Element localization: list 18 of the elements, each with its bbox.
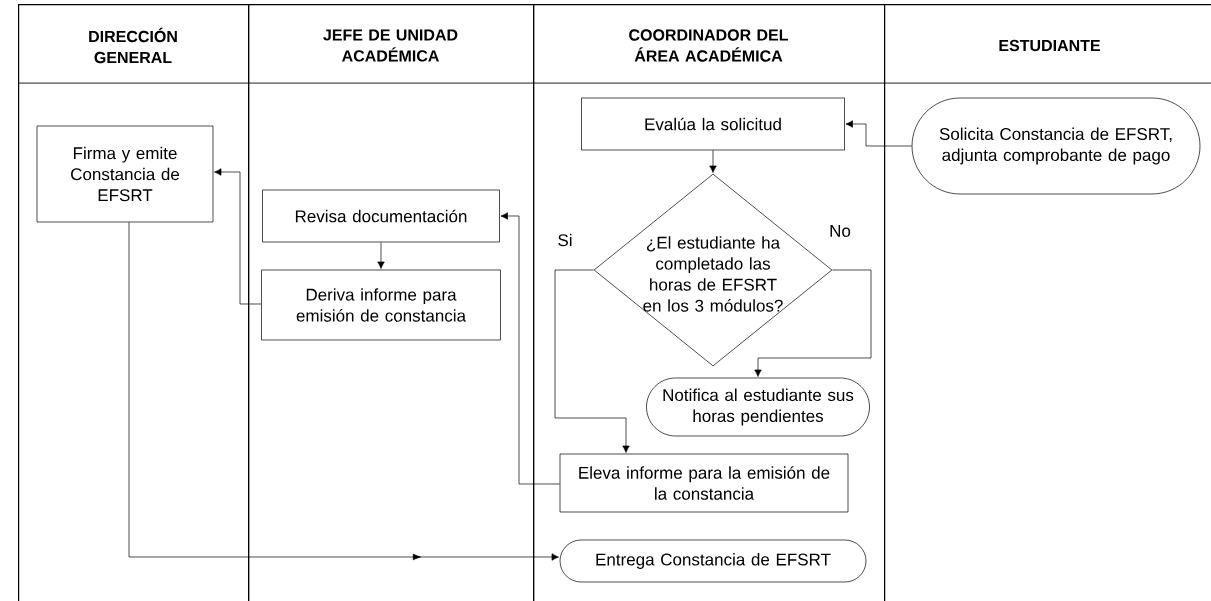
arrow xyxy=(500,212,560,485)
arrow xyxy=(845,120,912,147)
edge-label: No xyxy=(830,225,851,237)
process-box: Eleva informe para la emisión de la constancia xyxy=(559,453,849,513)
process-box: Evalúa la solicitud xyxy=(581,97,845,151)
arrow xyxy=(214,168,262,305)
process-box: Revisa documentación xyxy=(262,189,500,243)
terminal-box: Solicita Constancia de EFSRT, adjunta comprobante de pago xyxy=(911,97,1201,195)
arrow xyxy=(377,242,385,269)
terminal-box: Entrega Constancia de EFSRT xyxy=(559,539,867,583)
arrow xyxy=(128,222,559,561)
process-box: Firma y emite Constancia de EFSRT xyxy=(36,125,214,223)
arrow xyxy=(709,150,717,173)
process-box: Deriva informe para emisión de constancia xyxy=(261,269,501,341)
edge-label: Si xyxy=(558,233,572,247)
terminal-box: Notifica al estudiante sus horas pendientes xyxy=(646,377,870,437)
arrow xyxy=(554,269,630,453)
arrow xyxy=(754,269,872,377)
